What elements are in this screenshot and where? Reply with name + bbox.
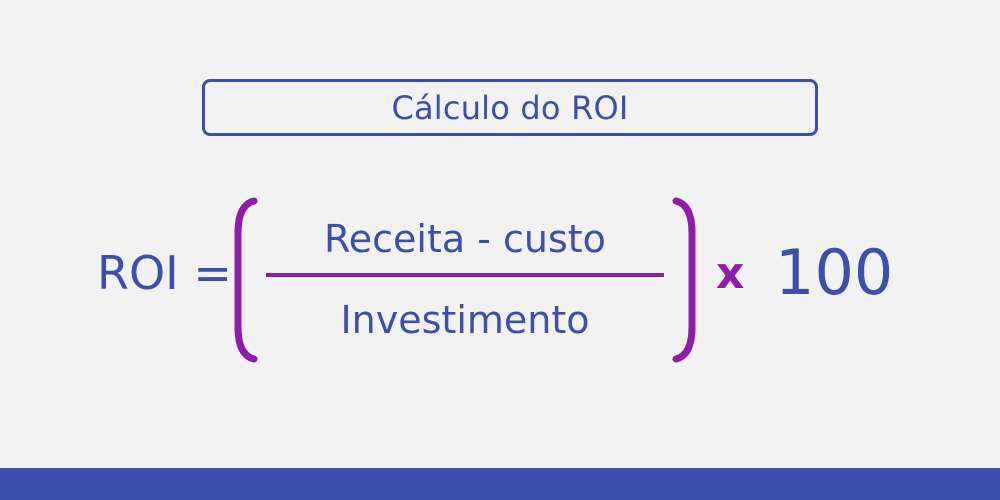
factor-value: 100 xyxy=(775,236,894,309)
formula-denominator: Investimento xyxy=(340,298,590,342)
title-box: Cálculo do ROI xyxy=(202,79,818,136)
left-parenthesis-icon xyxy=(234,197,258,363)
formula-lhs: ROI = xyxy=(97,246,232,300)
multiply-symbol: x xyxy=(716,248,745,299)
fraction-bar xyxy=(266,273,664,277)
bottom-bar xyxy=(0,468,1000,500)
formula-numerator: Receita - custo xyxy=(324,217,606,261)
right-parenthesis-icon xyxy=(672,197,696,363)
page-title: Cálculo do ROI xyxy=(391,88,629,127)
